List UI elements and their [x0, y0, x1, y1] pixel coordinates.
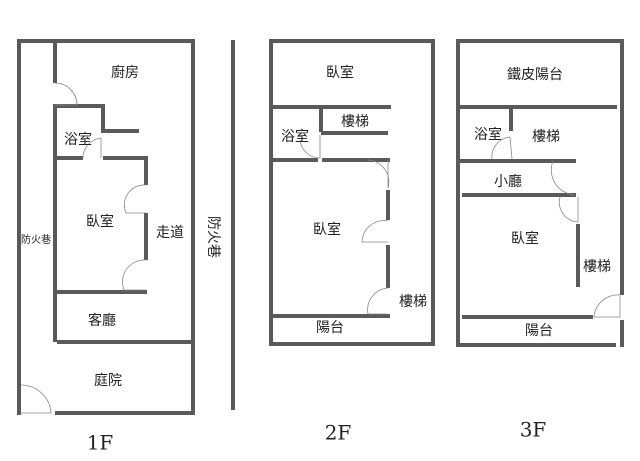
doors [299, 135, 390, 315]
room-label-bedroom-main: 臥室 [313, 221, 341, 238]
room-label-bathroom: 浴室 [64, 131, 92, 148]
room-label-courtyard: 庭院 [94, 372, 122, 389]
room-label-fire-lane-outer: 防火巷 [205, 216, 221, 258]
room-label-bedroom-front: 臥室 [326, 64, 354, 81]
room-label-stairs: 樓梯 [583, 259, 611, 275]
room-label-small-hall: 小廳 [494, 173, 522, 190]
room-label-bathroom: 浴室 [474, 126, 502, 143]
room-label-bedroom: 臥室 [86, 213, 114, 230]
room-label-bathroom: 浴室 [281, 128, 309, 145]
floor-1-plan: 廚房 浴室 臥室 走道 防火巷 防火巷 客廳 庭院 1F [17, 39, 235, 455]
floor-label-2f: 2F [325, 421, 352, 445]
room-label-stairs-top: 樓梯 [532, 129, 560, 145]
room-label-stairs: 樓梯 [399, 294, 427, 310]
floor-3-plan: 鐵皮陽台 浴室 樓梯 小廳 臥室 樓梯 陽台 3F [456, 39, 624, 442]
room-label-balcony: 陽台 [316, 320, 344, 336]
floor-2-plan: 臥室 樓梯 浴室 臥室 樓梯 陽台 2F [269, 39, 435, 445]
doors [20, 82, 147, 414]
room-label-fire-lane-inner: 防火巷 [21, 233, 51, 246]
room-label-corridor: 走道 [156, 225, 184, 241]
room-label-living-room: 客廳 [88, 312, 116, 329]
doors [491, 136, 621, 318]
floor-label-3f: 3F [520, 418, 547, 442]
walls [17, 39, 235, 415]
room-label-bedroom: 臥室 [511, 230, 539, 247]
room-label-balcony: 陽台 [525, 323, 553, 339]
room-label-kitchen: 廚房 [111, 64, 139, 81]
walls [456, 39, 624, 347]
walls [269, 39, 435, 346]
room-label-iron-balcony: 鐵皮陽台 [507, 66, 563, 83]
floor-label-1f: 1F [87, 431, 114, 455]
room-label-stairs-top: 樓梯 [341, 114, 369, 130]
